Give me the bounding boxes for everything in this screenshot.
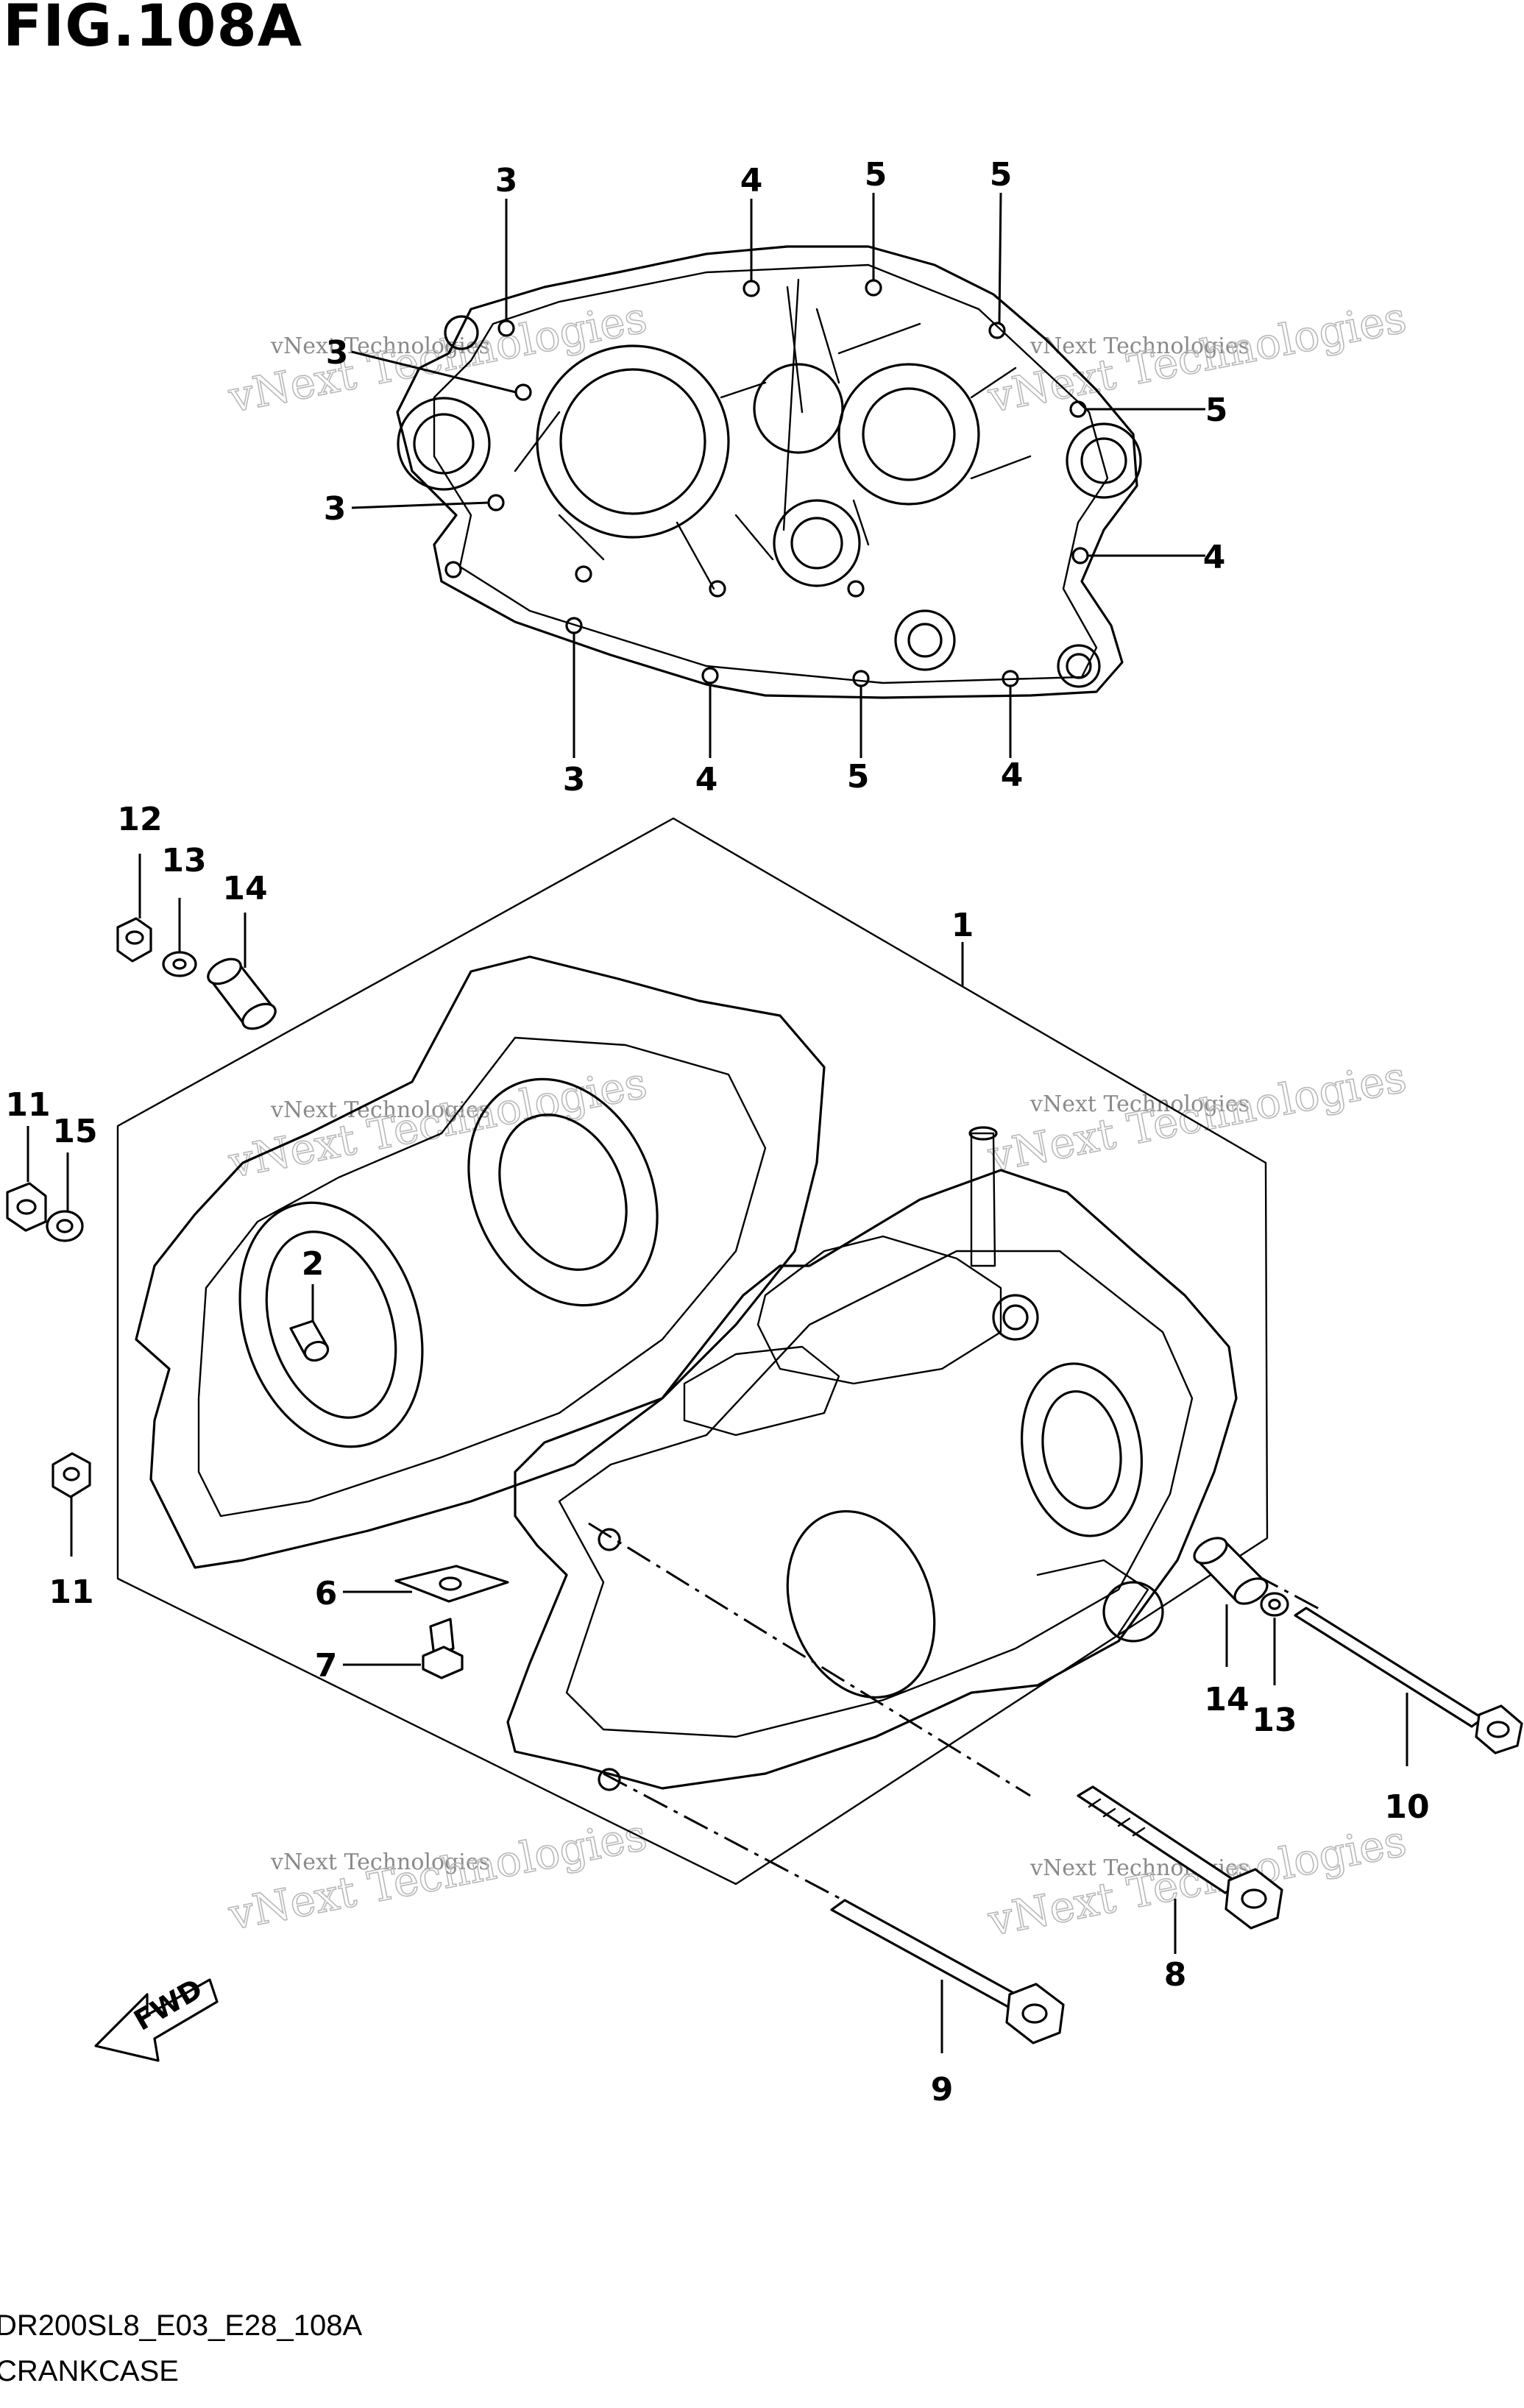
callout-11: 11 (5, 1086, 50, 1124)
part-13-washer-upper (162, 951, 197, 977)
callout-3: 3 (563, 761, 586, 798)
callout-3: 3 (326, 334, 349, 372)
callout-6: 6 (315, 1575, 338, 1612)
callout-12: 12 (117, 801, 162, 838)
fwd-arrow-icon: FWD (94, 1972, 219, 2062)
callout-1: 1 (951, 907, 974, 944)
part-10-bolt (1294, 1607, 1523, 1754)
callout-3: 3 (495, 162, 518, 199)
callout-4: 4 (1001, 757, 1024, 794)
callout-4: 4 (740, 162, 763, 199)
callout-7: 7 (315, 1647, 338, 1685)
callout-2: 2 (302, 1245, 325, 1283)
crankcase-assembly (116, 817, 1325, 1915)
part-2-dowel (289, 1320, 330, 1362)
part-15-washer (46, 1210, 84, 1242)
part-14-bushing-upper (207, 957, 277, 1030)
callout-5: 5 (1205, 392, 1228, 429)
callout-3: 3 (324, 490, 347, 528)
assembly-outline-frame (116, 817, 1269, 1885)
alignment-line (588, 1522, 1031, 1797)
callout-labels: 3 4 5 5 3 3 5 4 3 4 5 4 1 2 6 7 8 9 10 1… (5, 156, 1429, 2108)
callout-13: 13 (1252, 1701, 1297, 1739)
watermark-text: vNext Technologies (1029, 333, 1250, 359)
crankcase-gasket-face-view (396, 245, 1142, 699)
part-13-washer-right (1260, 1592, 1289, 1617)
callout-4: 4 (1203, 539, 1226, 576)
callout-9: 9 (931, 2071, 954, 2108)
callout-13: 13 (161, 842, 206, 879)
figure-code: DR200SL8_E03_E28_108A (0, 2309, 363, 2342)
watermark-text: vNext Technologies (1029, 1091, 1250, 1117)
part-9-bolt (830, 1899, 1065, 2044)
part-11-nut-upper (6, 1182, 47, 1232)
part-14-bushing-right (1193, 1537, 1269, 1605)
part-6-clip (394, 1565, 509, 1603)
callout-5: 5 (847, 758, 870, 796)
part-11-nut-lower (52, 1452, 91, 1498)
callout-5: 5 (990, 156, 1013, 194)
figure-name: CRANKCASE (0, 2355, 179, 2387)
part-7-screw (422, 1618, 464, 1679)
watermark-text: vNext Technologies (270, 1849, 490, 1875)
callout-11: 11 (49, 1573, 93, 1611)
callout-5: 5 (865, 156, 887, 194)
callout-10: 10 (1384, 1788, 1429, 1826)
alignment-line (603, 1772, 869, 1915)
figure-title: FIG.108A (3, 0, 303, 60)
callout-14: 14 (1204, 1681, 1249, 1718)
callout-8: 8 (1164, 1956, 1187, 1994)
callout-4: 4 (695, 761, 718, 798)
callout-14: 14 (222, 870, 267, 907)
part-12-nut (116, 917, 152, 963)
callout-15: 15 (52, 1113, 97, 1150)
leader-lines (26, 192, 1408, 2053)
part-8-bolt (1077, 1785, 1283, 1930)
